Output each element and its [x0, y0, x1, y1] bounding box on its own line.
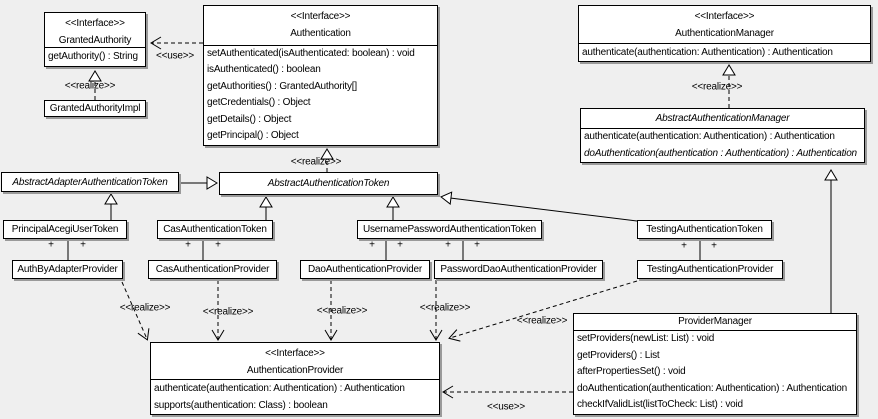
- use-label: <<use>>: [486, 401, 526, 413]
- class-name: AbstractAdapterAuthenticationToken: [12, 176, 168, 188]
- method: getCredentials() : Object: [207, 97, 311, 109]
- method: authenticate(authentication: Authenticat…: [582, 47, 833, 58]
- realize-label: <<realize>>: [419, 302, 471, 314]
- multiplicity-plus: +: [474, 239, 480, 251]
- multiplicity-plus: +: [48, 239, 54, 251]
- realize-label: <<realize>>: [290, 156, 342, 168]
- method: getProviders() : List: [577, 349, 660, 361]
- stereotype: <<Interface>>: [694, 11, 755, 22]
- stereotype: <<Interface>>: [290, 11, 351, 22]
- realize-authbyadapterprovider: [121, 281, 150, 341]
- method: isAuthenticated() : boolean: [207, 64, 321, 76]
- class-name: AuthenticationManager: [675, 28, 774, 39]
- class-name: DaoAuthenticationProvider: [308, 264, 422, 275]
- multiplicity-plus: +: [369, 239, 375, 251]
- method: setProviders(newList: List) : void: [577, 333, 715, 344]
- method: doAuthentication(authentication : Authen…: [584, 147, 857, 159]
- stereotype: <<Interface>>: [65, 18, 125, 29]
- multiplicity-plus: +: [397, 239, 403, 251]
- method: getPrincipal() : Object: [207, 130, 299, 142]
- class-name: AuthByAdapterProvider: [17, 264, 118, 275]
- class-testing-authentication-token[interactable]: TestingAuthenticationToken: [637, 220, 772, 239]
- class-name: AbstractAuthenticationToken: [267, 178, 390, 189]
- method: setAuthenticated(isAuthenticated: boolea…: [207, 48, 415, 59]
- class-name: AbstractAuthenticationManager: [655, 113, 790, 124]
- class-username-password-authentication-token[interactable]: UsernamePasswordAuthenticationToken: [357, 220, 542, 239]
- class-name: PasswordDaoAuthenticationProvider: [440, 264, 597, 275]
- method: checkIfValidList(listToCheck: List) : vo…: [577, 399, 743, 411]
- class-name: PrincipalAcegiUserToken: [11, 224, 119, 235]
- class-granted-authority[interactable]: <<Interface>> GrantedAuthority getAuthor…: [44, 12, 146, 67]
- method: authenticate(authentication: Authenticat…: [154, 383, 405, 394]
- class-dao-authentication-provider[interactable]: DaoAuthenticationProvider: [300, 260, 430, 279]
- class-cas-authentication-token[interactable]: CasAuthenticationToken: [157, 220, 273, 239]
- multiplicity-plus: +: [681, 240, 687, 252]
- class-principal-acegi-user-token[interactable]: PrincipalAcegiUserToken: [3, 220, 127, 239]
- realize-testingauthenticationprovider: [448, 280, 638, 342]
- realize-label: <<realize>>: [202, 306, 254, 318]
- realize-label: <<realize>>: [516, 315, 568, 327]
- class-granted-authority-impl[interactable]: GrantedAuthorityImpl: [44, 100, 146, 117]
- realize-label: <<realize>>: [119, 302, 171, 314]
- class-name: GrantedAuthorityImpl: [49, 103, 141, 114]
- class-abstract-authentication-token[interactable]: AbstractAuthenticationToken: [219, 172, 438, 195]
- class-name: TestingAuthenticationProvider: [646, 264, 774, 275]
- class-cas-authentication-provider[interactable]: CasAuthenticationProvider: [148, 260, 277, 279]
- realize-label: <<realize>>: [64, 80, 116, 92]
- class-authentication[interactable]: <<Interface>> Authentication setAuthenti…: [203, 5, 438, 146]
- class-testing-authentication-provider[interactable]: TestingAuthenticationProvider: [637, 260, 783, 279]
- use-label: <<use>>: [155, 50, 195, 62]
- class-name: ProviderManager: [678, 316, 752, 327]
- multiplicity-plus: +: [711, 240, 717, 252]
- class-name: Authentication: [290, 28, 351, 39]
- method: authenticate(authentication: Authenticat…: [584, 131, 835, 142]
- class-name: UsernamePasswordAuthenticationToken: [362, 224, 537, 235]
- multiplicity-plus: +: [215, 239, 221, 251]
- method: getAuthority() : String: [48, 51, 138, 62]
- method: doAuthentication(authentication: Authent…: [577, 382, 847, 394]
- method: getDetails() : Object: [207, 113, 292, 125]
- multiplicity-plus: +: [185, 239, 191, 251]
- class-name: AuthenticationProvider: [246, 365, 344, 376]
- stereotype: <<Interface>>: [265, 348, 325, 359]
- gen-testingauthenticationtoken: [440, 191, 638, 222]
- realize-label: <<realize>>: [691, 81, 743, 93]
- class-auth-by-adapter-provider[interactable]: AuthByAdapterProvider: [12, 260, 123, 279]
- method: supports(authentication: Class) : boolea…: [154, 400, 328, 411]
- class-name: CasAuthenticationProvider: [155, 264, 270, 275]
- realize-label: <<realize>>: [316, 305, 368, 317]
- method: afterPropertiesSet() : void: [577, 366, 686, 378]
- class-password-dao-authentication-provider[interactable]: PasswordDaoAuthenticationProvider: [434, 260, 603, 279]
- class-name: GrantedAuthority: [58, 35, 132, 46]
- multiplicity-plus: +: [445, 239, 451, 251]
- class-abstract-authentication-manager[interactable]: AbstractAuthenticationManager authentica…: [580, 108, 865, 163]
- class-abstract-adapter-authentication-token[interactable]: AbstractAdapterAuthenticationToken: [1, 172, 179, 192]
- multiplicity-plus: +: [80, 239, 86, 251]
- method: getAuthorities() : GrantedAuthority[]: [207, 80, 357, 92]
- class-authentication-manager[interactable]: <<Interface>> AuthenticationManager auth…: [578, 5, 871, 62]
- class-provider-manager[interactable]: ProviderManager setProviders(newList: Li…: [573, 313, 857, 415]
- class-name: TestingAuthenticationToken: [646, 224, 763, 235]
- class-name: CasAuthenticationToken: [163, 224, 267, 235]
- class-authentication-provider[interactable]: <<Interface>> AuthenticationProvider aut…: [150, 342, 440, 415]
